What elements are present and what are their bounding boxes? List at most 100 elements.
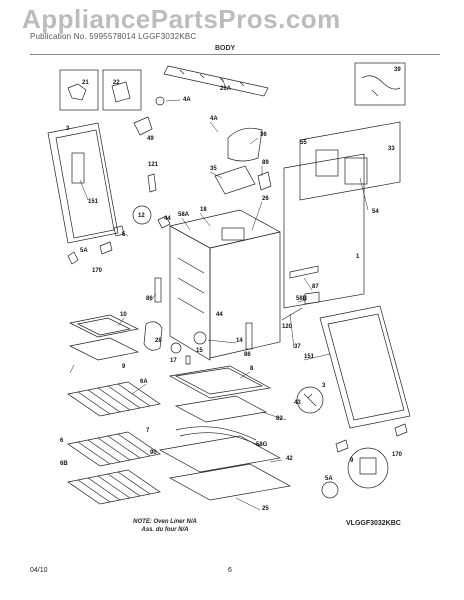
part-22-shape bbox=[111, 81, 131, 103]
part-10-grid bbox=[76, 317, 132, 336]
callout-5a-circle bbox=[321, 481, 339, 499]
label-26: 26 bbox=[262, 196, 269, 202]
part-58g-burner bbox=[175, 426, 261, 447]
part-6b-rack bbox=[67, 469, 161, 505]
part-body-side bbox=[209, 231, 281, 359]
part-58b-switch bbox=[304, 291, 320, 305]
label-170-left: 170 bbox=[92, 268, 103, 274]
part-36-shield bbox=[227, 127, 263, 162]
label-8: 8 bbox=[250, 366, 254, 372]
part-8-inner bbox=[174, 367, 264, 395]
label-21: 21 bbox=[82, 80, 89, 86]
inset-box-21 bbox=[59, 69, 99, 111]
label-10: 10 bbox=[120, 312, 127, 318]
part-151-right-door bbox=[319, 305, 411, 429]
part-25-base bbox=[168, 463, 292, 501]
note-line-2: Ass. du four N/A bbox=[141, 527, 189, 533]
inset-box-22 bbox=[102, 69, 142, 111]
label-15: 15 bbox=[196, 348, 203, 354]
label-9: 9 bbox=[122, 364, 126, 370]
inset-box-39 bbox=[354, 62, 406, 106]
header-rule bbox=[30, 54, 440, 55]
label-6a: 6A bbox=[140, 379, 148, 385]
label-25: 25 bbox=[262, 506, 269, 512]
label-17: 17 bbox=[170, 358, 177, 364]
label-39: 39 bbox=[394, 67, 401, 73]
label-58g: 58G bbox=[256, 442, 268, 448]
part-1-back-panel bbox=[283, 153, 365, 309]
note-line-1: NOTE: Oven Liner N/A bbox=[133, 519, 197, 525]
label-82: 82 bbox=[276, 416, 283, 422]
part-39-shape bbox=[361, 75, 401, 97]
part-5a-left bbox=[67, 251, 79, 265]
part-body-racks bbox=[177, 257, 205, 314]
label-4a-mid: 4A bbox=[210, 116, 218, 122]
label-42: 42 bbox=[286, 456, 293, 462]
label-58b: 58B bbox=[296, 296, 308, 302]
label-55: 55 bbox=[300, 140, 307, 146]
label-54: 54 bbox=[372, 209, 379, 215]
exploded-parts-diagram: 21 22 26A 39 4A 49 3 4A 36 55 33 89 35 1… bbox=[47, 62, 411, 512]
label-87: 87 bbox=[312, 284, 319, 290]
label-18: 18 bbox=[200, 207, 207, 213]
leader-lines bbox=[79, 77, 369, 511]
label-86-left: 86 bbox=[146, 296, 153, 302]
part-21-shape bbox=[67, 83, 87, 101]
part-170-right bbox=[394, 423, 408, 437]
part-82-shield bbox=[174, 395, 268, 423]
part-6a-rack bbox=[67, 381, 161, 417]
callout-12-circle bbox=[132, 205, 152, 225]
part-151-right-inner bbox=[327, 313, 405, 421]
model-code: VLGGF3032KBC bbox=[346, 520, 401, 527]
part-10-broiler-pan bbox=[68, 314, 140, 338]
part-5-left bbox=[113, 225, 125, 237]
label-89: 89 bbox=[262, 160, 269, 166]
label-33: 33 bbox=[388, 146, 395, 152]
label-86-right: 86 bbox=[244, 352, 251, 358]
part-14-socket bbox=[193, 331, 207, 345]
part-6-rack bbox=[67, 431, 161, 467]
part-54-box bbox=[344, 157, 368, 185]
part-170-left bbox=[99, 241, 113, 255]
label-7: 7 bbox=[146, 428, 150, 434]
label-26a: 26A bbox=[220, 86, 232, 92]
label-1: 1 bbox=[356, 254, 360, 260]
part-3-side-panel bbox=[47, 122, 119, 244]
part-35-bracket bbox=[214, 165, 256, 195]
page-header: AppliancePartsPros.com Publication No. 5… bbox=[0, 0, 464, 58]
label-170-right: 170 bbox=[392, 452, 403, 458]
label-37: 37 bbox=[294, 344, 301, 350]
note-block: NOTE: Oven Liner N/A Ass. du four N/A bbox=[120, 518, 210, 534]
label-49: 49 bbox=[147, 136, 154, 142]
label-9-right: 9 bbox=[350, 458, 354, 464]
part-9-leveler bbox=[359, 457, 377, 475]
part-121-spring bbox=[147, 173, 157, 193]
part-33-rear-top bbox=[299, 121, 401, 201]
part-9-clip bbox=[69, 364, 75, 374]
part-26-vent bbox=[221, 227, 245, 241]
label-14: 14 bbox=[236, 338, 243, 344]
part-15-lens bbox=[170, 342, 182, 354]
part-49-bracket bbox=[133, 116, 153, 136]
publication-line: Publication No. 5995578014 LGGF3032KBC bbox=[30, 32, 197, 41]
part-5a-right bbox=[335, 439, 349, 453]
label-5a-right: 5A bbox=[325, 476, 333, 482]
label-3-top: 3 bbox=[66, 126, 70, 132]
part-120-rod bbox=[281, 307, 303, 321]
part-8-oven-bottom bbox=[168, 365, 272, 399]
part-55-box bbox=[315, 149, 339, 177]
label-35: 35 bbox=[210, 166, 217, 172]
label-43: 43 bbox=[294, 400, 301, 406]
footer-page-number: 6 bbox=[228, 567, 232, 574]
label-3-right: 3 bbox=[322, 383, 326, 389]
label-90: 90 bbox=[150, 450, 157, 456]
section-title: BODY bbox=[215, 45, 236, 52]
part-89-bracket bbox=[257, 171, 272, 191]
label-6b: 6B bbox=[60, 461, 68, 467]
label-4a-top: 4A bbox=[183, 97, 191, 103]
part-151-hinge bbox=[71, 152, 85, 184]
part-4a-clip bbox=[155, 96, 165, 106]
part-87-rail bbox=[289, 265, 319, 279]
label-121: 121 bbox=[148, 162, 159, 168]
label-44-top: 44 bbox=[164, 216, 171, 222]
